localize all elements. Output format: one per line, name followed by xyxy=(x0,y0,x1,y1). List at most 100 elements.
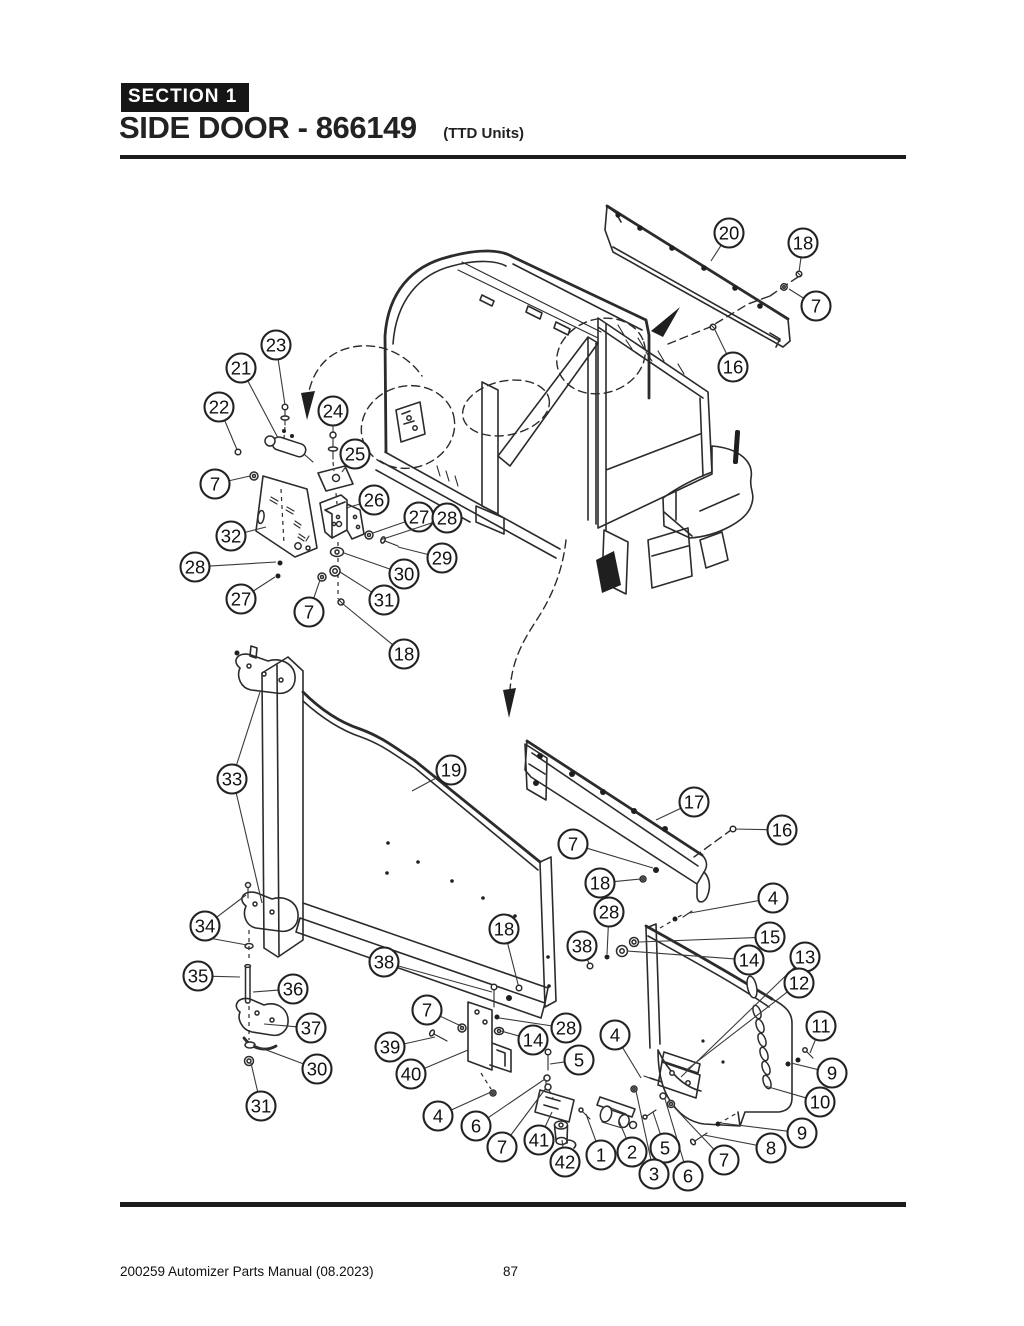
callout-36 xyxy=(277,973,309,1005)
callout-label-33: 33 xyxy=(222,769,243,790)
callout-label-21: 21 xyxy=(231,358,252,379)
callout-24 xyxy=(317,395,349,427)
callout-4 xyxy=(757,882,789,914)
callout-label-6: 6 xyxy=(471,1116,481,1137)
callout-7 xyxy=(800,290,832,322)
callout-label-7: 7 xyxy=(568,834,578,855)
callout-label-8: 8 xyxy=(766,1138,776,1159)
callout-label-18: 18 xyxy=(590,873,611,894)
callout-label-28: 28 xyxy=(437,508,458,529)
callout-7 xyxy=(557,828,589,860)
callout-label-14: 14 xyxy=(523,1030,544,1051)
callout-label-25: 25 xyxy=(345,444,366,465)
callout-21 xyxy=(225,352,257,384)
callout-label-14: 14 xyxy=(739,950,760,971)
callout-label-28: 28 xyxy=(556,1018,577,1039)
callout-label-2: 2 xyxy=(627,1142,637,1163)
callout-22 xyxy=(203,391,235,423)
hinge-bracket-cluster xyxy=(249,403,399,606)
callout-14 xyxy=(733,944,765,976)
callout-18 xyxy=(584,867,616,899)
callout-label-17: 17 xyxy=(684,792,705,813)
callout-38 xyxy=(368,946,400,978)
callout-32 xyxy=(215,520,247,552)
arrow-down-icon xyxy=(503,688,516,718)
callout-16 xyxy=(717,351,749,383)
side-door-panel xyxy=(234,645,557,1067)
callout-label-7: 7 xyxy=(811,296,821,317)
callout-7 xyxy=(293,596,325,628)
callout-3 xyxy=(638,1158,670,1190)
callout-label-5: 5 xyxy=(574,1050,584,1071)
callout-label-16: 16 xyxy=(772,820,793,841)
callout-label-22: 22 xyxy=(209,397,230,418)
callout-label-28: 28 xyxy=(599,902,620,923)
callout-7 xyxy=(199,468,231,500)
callout-40 xyxy=(395,1058,427,1090)
callout-15 xyxy=(754,921,786,953)
callout-33 xyxy=(216,763,248,795)
callout-label-35: 35 xyxy=(188,966,209,987)
callout-label-28: 28 xyxy=(185,557,206,578)
callout-1 xyxy=(585,1139,617,1171)
callout-label-5: 5 xyxy=(660,1138,670,1159)
callout-label-30: 30 xyxy=(394,564,415,585)
callout-28 xyxy=(179,551,211,583)
callout-label-10: 10 xyxy=(810,1092,831,1113)
callout-label-7: 7 xyxy=(210,474,220,495)
section-badge: SECTION 1 xyxy=(121,83,250,112)
callout-label-23: 23 xyxy=(266,335,287,356)
callout-7 xyxy=(411,994,443,1026)
callout-31 xyxy=(245,1090,277,1122)
callout-label-29: 29 xyxy=(432,548,453,569)
machine-body xyxy=(375,249,754,595)
callout-2 xyxy=(616,1136,648,1168)
callout-8 xyxy=(755,1132,787,1164)
callout-label-12: 12 xyxy=(789,973,810,994)
callout-label-11: 11 xyxy=(811,1016,830,1037)
callout-30 xyxy=(301,1053,333,1085)
callout-label-42: 42 xyxy=(555,1152,576,1173)
callout-label-36: 36 xyxy=(283,979,304,1000)
callout-label-7: 7 xyxy=(719,1150,729,1171)
callout-label-16: 16 xyxy=(723,357,744,378)
callout-label-41: 41 xyxy=(529,1130,550,1151)
callout-label-1: 1 xyxy=(596,1145,606,1166)
callout-label-32: 32 xyxy=(221,526,242,547)
arrow-up-icon xyxy=(651,307,680,337)
callout-label-18: 18 xyxy=(494,919,515,940)
callout-label-6: 6 xyxy=(683,1166,693,1187)
callout-17 xyxy=(678,786,710,818)
callout-12 xyxy=(783,967,815,999)
callout-42 xyxy=(549,1146,581,1178)
callout-16 xyxy=(766,814,798,846)
callout-label-7: 7 xyxy=(304,602,314,623)
callout-37 xyxy=(295,1012,327,1044)
callout-4 xyxy=(599,1019,631,1051)
callout-28 xyxy=(593,896,625,928)
callout-18 xyxy=(488,913,520,945)
callout-5 xyxy=(563,1044,595,1076)
callout-26 xyxy=(358,484,390,516)
callout-28 xyxy=(550,1012,582,1044)
callout-10 xyxy=(804,1086,836,1118)
callout-label-13: 13 xyxy=(795,947,816,968)
callout-label-3: 3 xyxy=(649,1164,659,1185)
callout-11 xyxy=(805,1010,837,1042)
callout-18 xyxy=(388,638,420,670)
callout-label-24: 24 xyxy=(323,401,344,422)
callout-label-38: 38 xyxy=(374,952,395,973)
detail-ellipses xyxy=(360,317,646,470)
callout-6 xyxy=(460,1110,492,1142)
page-title: SIDE DOOR - 866149 xyxy=(119,110,417,145)
callout-30 xyxy=(388,558,420,590)
callout-label-31: 31 xyxy=(251,1096,272,1117)
callout-25 xyxy=(339,438,371,470)
callout-label-18: 18 xyxy=(793,233,814,254)
callout-label-18: 18 xyxy=(394,644,415,665)
callout-28 xyxy=(431,502,463,534)
flow-arrows xyxy=(301,276,799,858)
